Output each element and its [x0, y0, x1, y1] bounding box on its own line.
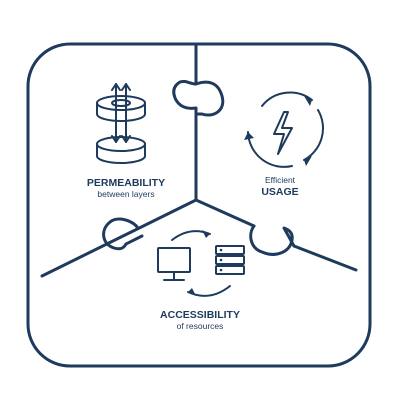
usage-icon [244, 91, 324, 168]
right-divider [194, 198, 256, 228]
usage-title: USAGE [261, 186, 298, 198]
accessibility-icon [157, 230, 245, 297]
accessibility-subtitle: of resources [177, 321, 224, 331]
top-divider-knob [172, 42, 225, 202]
accessibility-title: ACCESSIBILITY [160, 309, 240, 321]
puzzle-frame [26, 42, 372, 368]
usage-subtitle: Efficient [265, 175, 296, 185]
left-divider [40, 198, 198, 278]
permeability-subtitle: between layers [97, 189, 154, 199]
left-knob [102, 217, 144, 251]
right-knob [249, 224, 296, 256]
right-divider-tail [292, 244, 358, 272]
permeability-icon [96, 83, 146, 164]
permeability-title: PERMEABILITY [87, 177, 165, 189]
